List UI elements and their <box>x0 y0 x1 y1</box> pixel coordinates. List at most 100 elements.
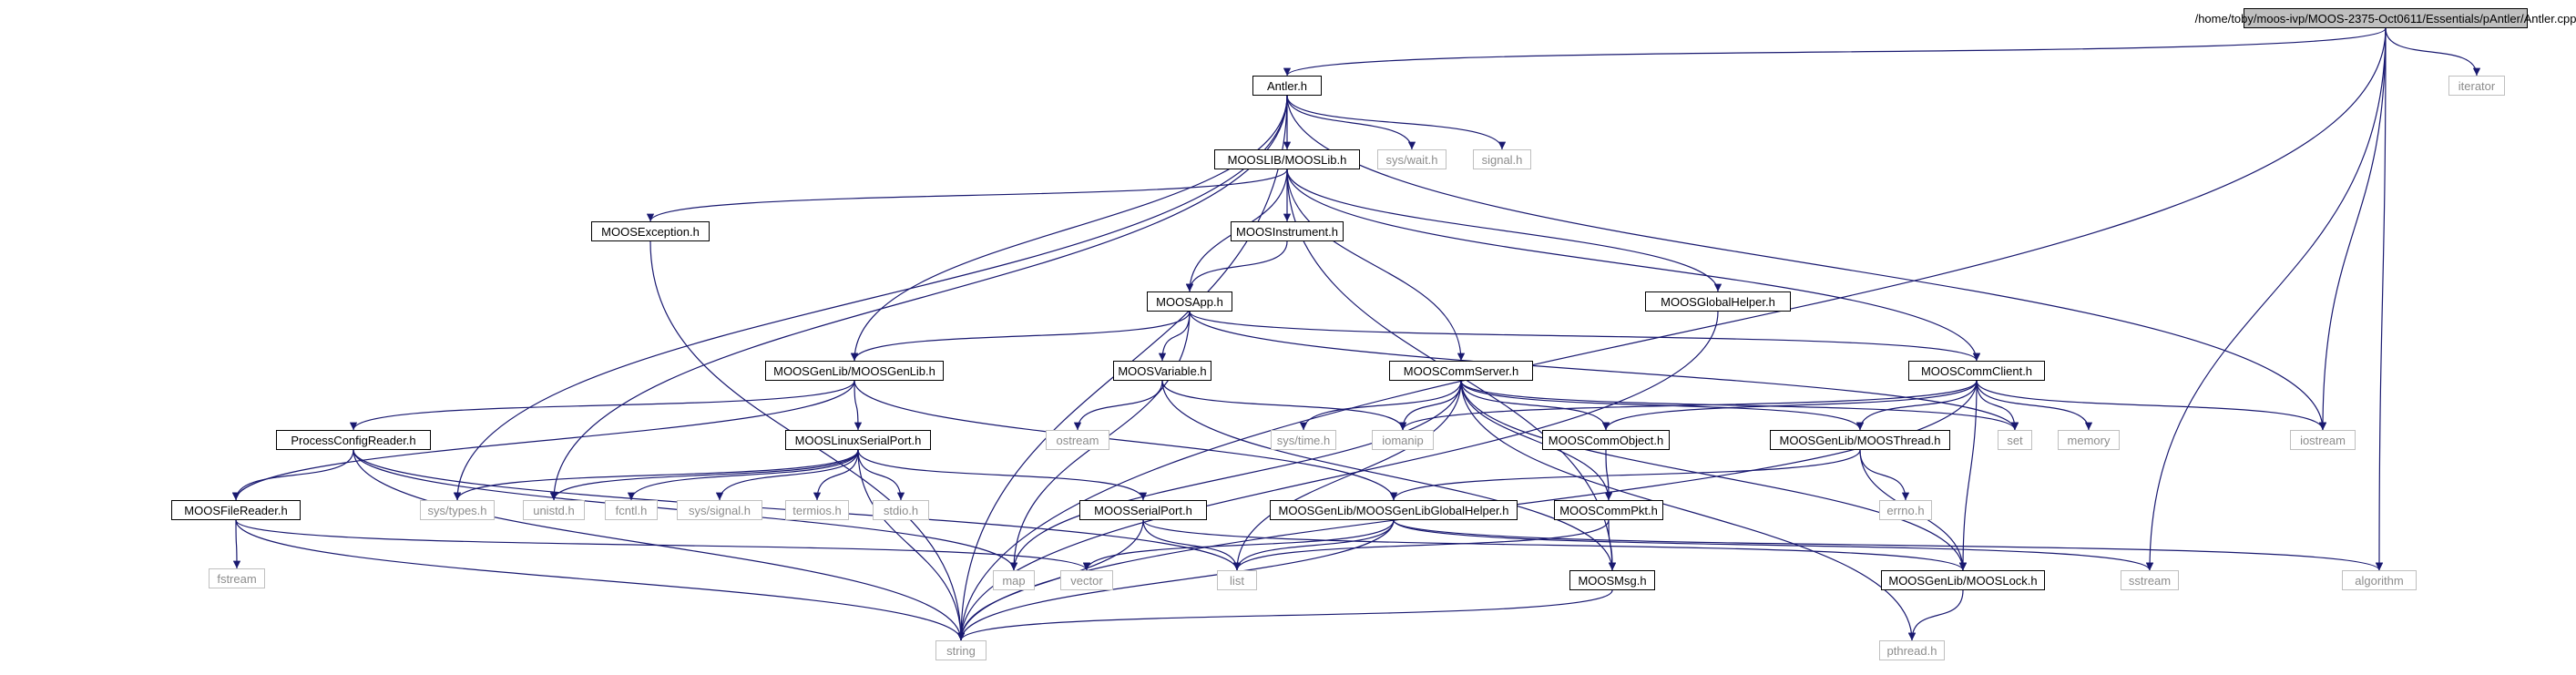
edge-moosthread-to-errno <box>1859 449 1910 501</box>
edge-mooscommcli-to-iomanip <box>1398 380 1978 431</box>
node-mooapp[interactable]: MOOSApp.h <box>1147 291 1232 312</box>
edge-filereader-to-vector <box>235 519 1091 571</box>
edge-mooslib-to-moosglob <box>1286 169 1722 292</box>
edge-mooscommcli-to-iostream <box>1976 380 2327 431</box>
edge-root-to-sstream <box>2145 27 2387 571</box>
edge-linuxserial-to-syssignal <box>715 449 859 501</box>
edge-serialport-to-string <box>956 519 1144 641</box>
edge-genlibglob-to-sstream <box>1393 519 2154 571</box>
node-iterator: iterator <box>2448 76 2505 96</box>
edge-mooscommcli-to-memory <box>1976 380 2093 431</box>
edge-commpkt-to-list <box>1232 519 1610 571</box>
edge-moosgenlib-to-linuxserial <box>854 380 863 431</box>
edge-genlibglob-to-algorithm <box>1393 519 2383 571</box>
edge-mooscommsrv-to-map <box>1009 380 1462 571</box>
node-moosvar[interactable]: MOOSVariable.h <box>1113 361 1211 381</box>
node-signal: signal.h <box>1473 149 1531 169</box>
node-commobj[interactable]: MOOSCommObject.h <box>1542 430 1670 450</box>
edge-root-to-algorithm <box>2375 27 2387 571</box>
edge-mooscommsrv-to-moosthread <box>1460 380 1865 431</box>
node-string: string <box>935 640 986 660</box>
node-moosinst[interactable]: MOOSInstrument.h <box>1231 221 1344 241</box>
edge-mooscommsrv-to-pthread <box>1460 380 1917 641</box>
node-iostream: iostream <box>2290 430 2356 450</box>
edge-root-to-string <box>956 27 2387 641</box>
node-sstream: sstream <box>2121 570 2179 590</box>
node-root[interactable]: /home/toby/moos-ivp/MOOS-2375-Oct0611/Es… <box>2195 8 2576 28</box>
edge-genlibglob-to-vector <box>1082 519 1395 571</box>
node-fstream: fstream <box>209 568 265 588</box>
node-serialport[interactable]: MOOSSerialPort.h <box>1079 500 1207 520</box>
edge-mooapp-to-set <box>1189 311 2019 431</box>
node-mooexc[interactable]: MOOSException.h <box>591 221 710 241</box>
edge-mooscommcli-to-mooslock <box>1958 380 1978 571</box>
edge-linuxserial-to-stdio <box>857 449 905 501</box>
edge-mooscommcli-to-set <box>1976 380 2019 431</box>
edge-mooapp-to-moosvar <box>1158 311 1191 362</box>
edge-mooapp-to-mooscommcli <box>1189 311 1981 362</box>
edge-procconf-to-filereader <box>231 449 354 501</box>
edge-mooscommsrv-to-mooslock <box>1460 380 1968 571</box>
node-stdio: stdio.h <box>873 500 929 520</box>
edge-mooslib-to-mooscommsrv <box>1286 169 1466 362</box>
node-moosthread[interactable]: MOOSGenLib/MOOSThread.h <box>1770 430 1950 450</box>
node-mooslib[interactable]: MOOSLIB/MOOSLib.h <box>1214 149 1360 169</box>
edge-antler-to-systypes <box>453 95 1288 501</box>
edge-antler-to-unistd <box>549 95 1288 501</box>
edge-root-to-antler <box>1283 27 2387 77</box>
edge-mooscommsrv-to-systime <box>1299 380 1462 431</box>
node-pthread: pthread.h <box>1879 640 1945 660</box>
edge-root-to-iterator <box>2385 27 2481 77</box>
edge-mooslib-to-mooscommcli <box>1286 169 1981 362</box>
edge-linuxserial-to-fcntl <box>627 449 859 501</box>
edge-mooscommsrv-to-commpkt <box>1460 380 1613 501</box>
node-moosglob[interactable]: MOOSGlobalHelper.h <box>1645 291 1791 312</box>
node-systime: sys/time.h <box>1271 430 1336 450</box>
edge-serialport-to-list <box>1142 519 1242 571</box>
edge-filereader-to-fstream <box>232 519 241 569</box>
edge-root-to-iostream <box>2318 27 2387 431</box>
node-mooslock[interactable]: MOOSGenLib/MOOSLock.h <box>1881 570 2045 590</box>
edge-moosvar-to-moosmsg <box>1161 380 1617 571</box>
node-moosgenlib[interactable]: MOOSGenLib/MOOSGenLib.h <box>765 361 944 381</box>
node-systypes: sys/types.h <box>420 500 495 520</box>
node-algorithm: algorithm <box>2342 570 2417 590</box>
node-set: set <box>1998 430 2032 450</box>
node-filereader[interactable]: MOOSFileReader.h <box>171 500 301 520</box>
edge-moosinst-to-mooapp <box>1185 240 1288 292</box>
edge-moosgenlib-to-genlibglob <box>854 380 1398 501</box>
node-syswait: sys/wait.h <box>1377 149 1446 169</box>
node-fcntl: fcntl.h <box>605 500 658 520</box>
edge-mooscommsrv-to-commobj <box>1460 380 1610 431</box>
edge-mooslock-to-pthread <box>1907 589 1964 641</box>
node-list: list <box>1217 570 1257 590</box>
node-mooscommcli[interactable]: MOOSCommClient.h <box>1908 361 2045 381</box>
node-errno: errno.h <box>1879 500 1932 520</box>
edge-linuxserial-to-termios <box>813 449 859 501</box>
node-mooscommsrv[interactable]: MOOSCommServer.h <box>1389 361 1533 381</box>
node-antler[interactable]: Antler.h <box>1252 76 1322 96</box>
node-unistd: unistd.h <box>523 500 585 520</box>
edge-antler-to-syswait <box>1286 95 1416 150</box>
edge-mooscommcli-to-commobj <box>1601 380 1978 431</box>
edge-moosvar-to-ostream <box>1073 380 1163 431</box>
edge-moosthread-to-genlibglob <box>1389 449 1861 501</box>
edge-linuxserial-to-unistd <box>549 449 859 501</box>
edge-moosgenlib-to-filereader <box>231 380 855 501</box>
edge-linuxserial-to-string <box>857 449 966 641</box>
edge-genlibglob-to-list <box>1232 519 1395 571</box>
node-vector: vector <box>1060 570 1113 590</box>
node-iomanip: iomanip <box>1372 430 1434 450</box>
edge-mooapp-to-moosgenlib <box>850 311 1191 362</box>
edge-mooscommsrv-to-set <box>1460 380 2019 431</box>
node-linuxserial[interactable]: MOOSLinuxSerialPort.h <box>785 430 931 450</box>
edge-moosvar-to-iomanip <box>1161 380 1407 431</box>
node-genlibglob[interactable]: MOOSGenLib/MOOSGenLibGlobalHelper.h <box>1270 500 1518 520</box>
node-moosmsg[interactable]: MOOSMsg.h <box>1569 570 1655 590</box>
node-procconf[interactable]: ProcessConfigReader.h <box>276 430 431 450</box>
node-map: map <box>993 570 1035 590</box>
node-commpkt[interactable]: MOOSCommPkt.h <box>1554 500 1663 520</box>
node-termios: termios.h <box>785 500 849 520</box>
edge-filereader-to-string <box>235 519 966 641</box>
edge-mooscommsrv-to-list <box>1232 380 1462 571</box>
